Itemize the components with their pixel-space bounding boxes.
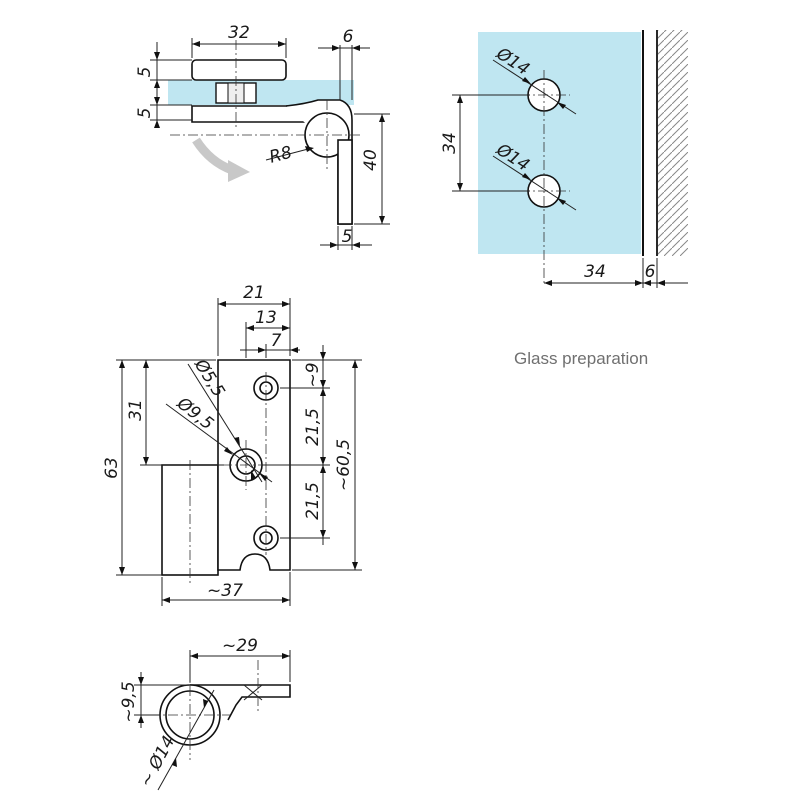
glass-panel	[478, 32, 641, 254]
dim-top-length: ~29	[222, 636, 258, 656]
dim-spacing-upper: 21,5	[303, 408, 323, 446]
dim-top-thickness: 5	[135, 67, 155, 78]
caption-glass-preparation: Glass preparation	[514, 349, 648, 368]
dim-pin-offset: 31	[126, 399, 146, 421]
glass-preparation-view: Ø14 Ø14 34 34 6	[440, 30, 688, 288]
dim-gap: 6	[645, 262, 656, 282]
dim-bottom-thickness: 5	[135, 108, 155, 119]
dim-plate-height: ~60,5	[334, 439, 354, 491]
dim-hole-spacing: 34	[440, 132, 460, 154]
dim-side-height: 40	[361, 149, 381, 171]
front-view: 21 13 7 Ø5,5 Ø9,5 ~9 21,5 21,5	[102, 283, 362, 606]
dim-overall-height: 63	[102, 457, 122, 479]
dim-overall-width: ~37	[207, 581, 243, 601]
dim-leg-thickness: 5	[342, 227, 353, 247]
dim-front-inner-width: 7	[271, 331, 282, 351]
dim-radius: R8	[267, 143, 294, 168]
top-view: ~29 ~9,5 ~ Ø14	[119, 636, 291, 791]
dim-top-height: ~9,5	[119, 681, 139, 722]
rotation-arrow	[192, 137, 234, 175]
rotation-arrowhead	[228, 160, 250, 182]
dim-front-mid-width: 13	[255, 308, 277, 328]
side-view: 32 5 5 6 R8 40 5	[135, 23, 390, 250]
top-view-arm	[190, 684, 291, 721]
dim-spacing-lower: 21,5	[303, 482, 323, 520]
wall-hatching	[658, 30, 688, 256]
dim-top-hole-offset: ~9	[303, 362, 323, 387]
hinge-leg	[337, 139, 353, 225]
dim-edge-distance: 34	[584, 262, 606, 282]
dim-top-diameter: ~ Ø14	[136, 733, 179, 791]
top-clamp-plate	[191, 59, 287, 81]
dim-front-width: 21	[243, 283, 265, 303]
dim-arm-offset: 6	[343, 27, 354, 47]
dim-side-width: 32	[228, 23, 250, 43]
